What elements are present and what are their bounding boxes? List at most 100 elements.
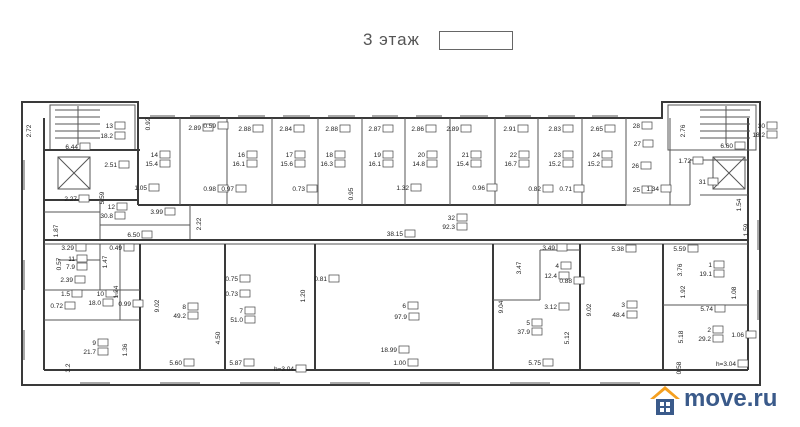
label-box <box>334 159 346 168</box>
dimension-label: 18.99 <box>381 345 410 354</box>
dimension-label: 18.0 <box>88 298 114 307</box>
label-box <box>692 156 704 165</box>
label-box <box>470 159 482 168</box>
dimension-label: 1.72 <box>678 156 704 165</box>
dimension-label: 18.2 <box>752 130 778 139</box>
dimension-label: 18 <box>326 150 346 159</box>
dimension-label: 2.87 <box>368 124 394 133</box>
dimension-label: 3.76 <box>677 263 684 276</box>
dimension-label-text: 1.47 <box>102 255 109 268</box>
dimension-label: 92.3 <box>442 222 468 231</box>
label-box <box>601 150 613 159</box>
dimension-label-text: 5.87 <box>229 360 242 367</box>
dimension-label: 23 <box>554 150 574 159</box>
dimension-label-text: 16.1 <box>368 161 381 168</box>
dimension-label: 0.82 <box>528 184 554 193</box>
dimension-label-text: 30 <box>758 123 766 130</box>
dimension-label-text: 1.72 <box>678 158 691 165</box>
dimension-label-text: 9.02 <box>586 303 593 316</box>
dimension-label-text: 2.51 <box>104 162 117 169</box>
dimension-label-text: 0.73 <box>225 291 238 298</box>
dimension-label: 16.7 <box>504 159 530 168</box>
dimension-label: 0.73 <box>292 184 318 193</box>
label-box <box>64 301 76 310</box>
label-box <box>456 222 468 231</box>
label-box <box>626 300 638 309</box>
label-box <box>745 330 757 339</box>
dimension-label-text: 6 <box>402 303 406 310</box>
dimension-label-text: 2 <box>707 327 711 334</box>
dimension-label-text: 16.1 <box>232 161 245 168</box>
dimension-label-text: 97.9 <box>394 314 407 321</box>
dimension-label: 26 <box>632 161 652 170</box>
dimension-label: 14.8 <box>412 159 438 168</box>
dimension-label-text: 3.2 <box>65 363 72 372</box>
dimension-label: 37.9 <box>517 327 543 336</box>
label-box <box>252 124 264 133</box>
label-box <box>562 124 574 133</box>
dimension-label: 31 <box>699 177 719 186</box>
right-staircase <box>667 104 757 190</box>
dimension-label: 8 <box>182 302 199 311</box>
dimension-label: 24 <box>593 150 613 159</box>
floor-title-box <box>439 31 513 50</box>
dimension-label-text: 10 <box>97 291 105 298</box>
dimension-label: 3.12 <box>544 302 570 311</box>
label-box <box>164 207 176 216</box>
label-box <box>642 139 654 148</box>
dimension-label: 21.7 <box>83 347 109 356</box>
dimension-label-text: 5 <box>526 320 530 327</box>
dimension-label-text: 2.87 <box>368 126 381 133</box>
label-box <box>542 358 554 367</box>
dimension-label: 28 <box>633 121 653 130</box>
label-box <box>243 358 255 367</box>
dimension-label-text: 13 <box>106 123 114 130</box>
corridor <box>44 239 748 245</box>
dimension-label-text: 3 <box>621 302 625 309</box>
dimension-label-text: 1.20 <box>300 289 307 302</box>
label-box <box>460 124 472 133</box>
label-box <box>187 302 199 311</box>
dimension-label-text: 24 <box>593 152 601 159</box>
dimension-label: 25 <box>633 185 653 194</box>
dimension-label: 3.49 <box>542 243 568 252</box>
dimension-label-text: 3.76 <box>677 263 684 276</box>
dimension-label: 2.89 <box>188 123 214 132</box>
label-box <box>707 177 719 186</box>
dimension-label-text: 0.99 <box>118 301 131 308</box>
dimension-label: 2.39 <box>60 275 86 284</box>
dimension-label: 5.38 <box>611 244 637 253</box>
dimension-label: 9.02 <box>586 303 593 316</box>
dimension-label: 32 <box>448 213 468 222</box>
dimension-label-text: 3.49 <box>542 245 555 252</box>
label-box <box>114 131 126 140</box>
dimension-label-text: 0.98 <box>203 186 216 193</box>
dimension-label-text: 0.81 <box>314 276 327 283</box>
label-box <box>556 243 568 252</box>
dimension-label: 5.75 <box>528 358 554 367</box>
dimension-label: 22 <box>510 150 530 159</box>
label-box <box>558 302 570 311</box>
dimension-label-text: 0.97 <box>221 186 234 193</box>
dimension-label: 0.72 <box>50 301 76 310</box>
label-box <box>470 150 482 159</box>
bottom-room-row <box>44 244 748 370</box>
dimension-label-text: 16.7 <box>504 161 517 168</box>
dimension-label: 12 <box>108 202 128 211</box>
dimension-label: 7.9 <box>66 262 88 271</box>
dimension-label-text: 7 <box>239 308 243 315</box>
dimension-label-text: 20 <box>418 152 426 159</box>
label-box <box>114 211 126 220</box>
dimension-label-text: 18 <box>326 152 334 159</box>
dimension-label-text: 0.49 <box>109 245 122 252</box>
label-box <box>76 262 88 271</box>
dimension-label: 5.18 <box>678 330 685 343</box>
dimension-label: 10 <box>97 289 117 298</box>
dimension-label-text: 1.5 <box>61 291 70 298</box>
dimension-label: 18.2 <box>100 131 126 140</box>
dimension-label: 2.86 <box>411 124 437 133</box>
dimension-label: 9.02 <box>154 299 161 312</box>
dimension-label-text: 5.59 <box>99 191 106 204</box>
label-box <box>410 183 422 192</box>
dimension-label-text: 1.00 <box>393 360 406 367</box>
